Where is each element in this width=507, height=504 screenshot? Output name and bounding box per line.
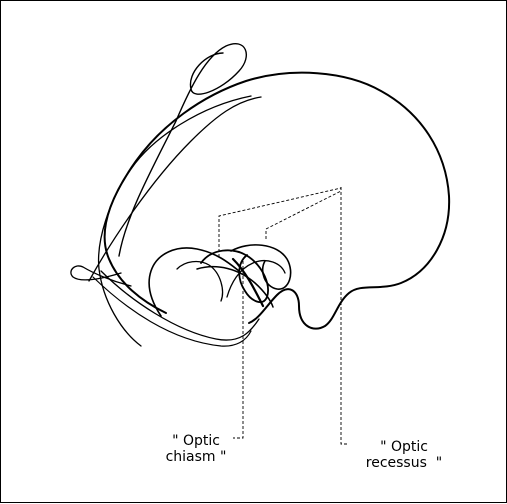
optic-recessus-label: " Optic recessus " bbox=[349, 439, 459, 471]
recessus-pointer-line bbox=[266, 191, 341, 239]
chiasm-pointer-drop bbox=[233, 261, 243, 438]
optic-chiasm-label: " Optic chiasm " bbox=[151, 433, 241, 465]
lower-strand-2 bbox=[93, 277, 251, 346]
inner-contour bbox=[149, 248, 239, 316]
recessus-pointer-drop bbox=[341, 187, 349, 444]
crossing-strand bbox=[89, 97, 261, 281]
brain-outline bbox=[105, 73, 449, 329]
front-strand bbox=[99, 96, 251, 346]
